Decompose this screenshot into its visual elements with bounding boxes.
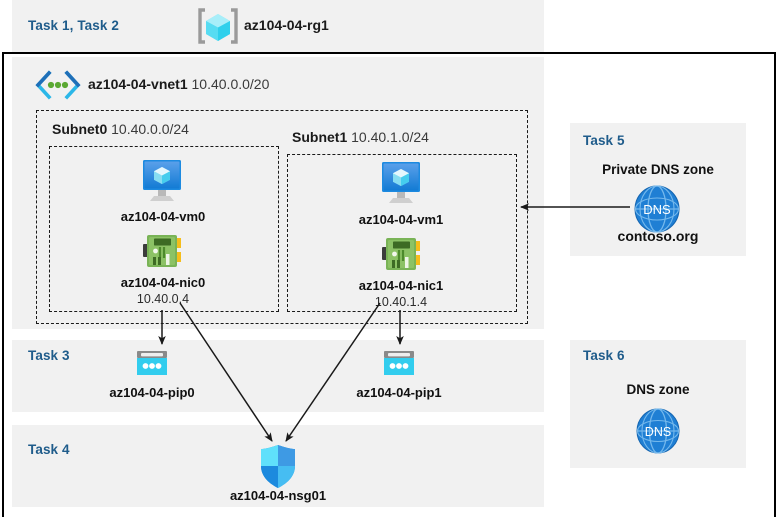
pip1-label: az104-04-pip1 [356, 385, 442, 400]
resource-group-name: az104-04-rg1 [244, 17, 329, 33]
nic0-ip-address: 10.40.0.4 [136, 292, 190, 306]
network-security-group-shield-icon[interactable] [258, 444, 298, 490]
dns-zone-heading: DNS zone [626, 382, 690, 397]
vm1-label: az104-04-vm1 [358, 212, 444, 227]
subnet1-name: Subnet1 [292, 129, 348, 145]
nic1-label: az104-04-nic1 [358, 278, 444, 293]
virtual-network-brackets-icon [34, 70, 82, 100]
subnet0-resources-box [49, 146, 279, 312]
virtual-machine-icon[interactable] [373, 160, 429, 206]
dns-globe-icon[interactable]: DNS [631, 184, 683, 234]
subnet0-name: Subnet0 [52, 121, 108, 137]
task-label-task6: Task 6 [583, 348, 625, 363]
nic0-label: az104-04-nic0 [120, 275, 206, 290]
subnet0-title: Subnet0 10.40.0.0/24 [52, 121, 189, 137]
virtual-network-name: az104-04-vnet1 [88, 76, 188, 92]
virtual-network-cidr: 10.40.0.0/20 [191, 76, 270, 92]
network-interface-card-icon[interactable] [139, 232, 185, 272]
public-ip-address-icon[interactable] [381, 349, 417, 379]
task-label-task5: Task 5 [583, 133, 625, 148]
subnet1-title: Subnet1 10.40.1.0/24 [292, 129, 429, 145]
vm0-label: az104-04-vm0 [120, 209, 206, 224]
dns-globe-text: DNS [645, 425, 671, 439]
task-label-task4: Task 4 [28, 442, 70, 457]
task-label-task1-task2: Task 1, Task 2 [28, 18, 119, 33]
resource-group-cube-icon [197, 6, 239, 46]
pip0-label: az104-04-pip0 [109, 385, 195, 400]
public-ip-address-icon[interactable] [134, 349, 170, 379]
virtual-network-title: az104-04-vnet1 10.40.0.0/20 [88, 76, 269, 92]
dns-globe-icon[interactable]: DNS [633, 407, 683, 455]
subnet0-cidr: 10.40.0.0/24 [111, 121, 189, 137]
resource-group-boundary [2, 52, 776, 517]
network-interface-card-icon[interactable] [378, 235, 424, 275]
task3-panel [12, 340, 544, 412]
nic1-ip-address: 10.40.1.4 [374, 295, 428, 309]
virtual-machine-icon[interactable] [134, 158, 190, 204]
task-label-task3: Task 3 [28, 348, 70, 363]
dns-globe-text: DNS [643, 202, 671, 217]
private-dns-zone-name: contoso.org [617, 228, 699, 244]
subnet1-cidr: 10.40.1.0/24 [351, 129, 429, 145]
private-dns-zone-heading: Private DNS zone [602, 162, 714, 177]
resource-group-title-band [12, 0, 544, 52]
subnet1-resources-box [287, 154, 517, 312]
subnets-container [36, 110, 528, 324]
nsg-label: az104-04-nsg01 [229, 488, 327, 503]
